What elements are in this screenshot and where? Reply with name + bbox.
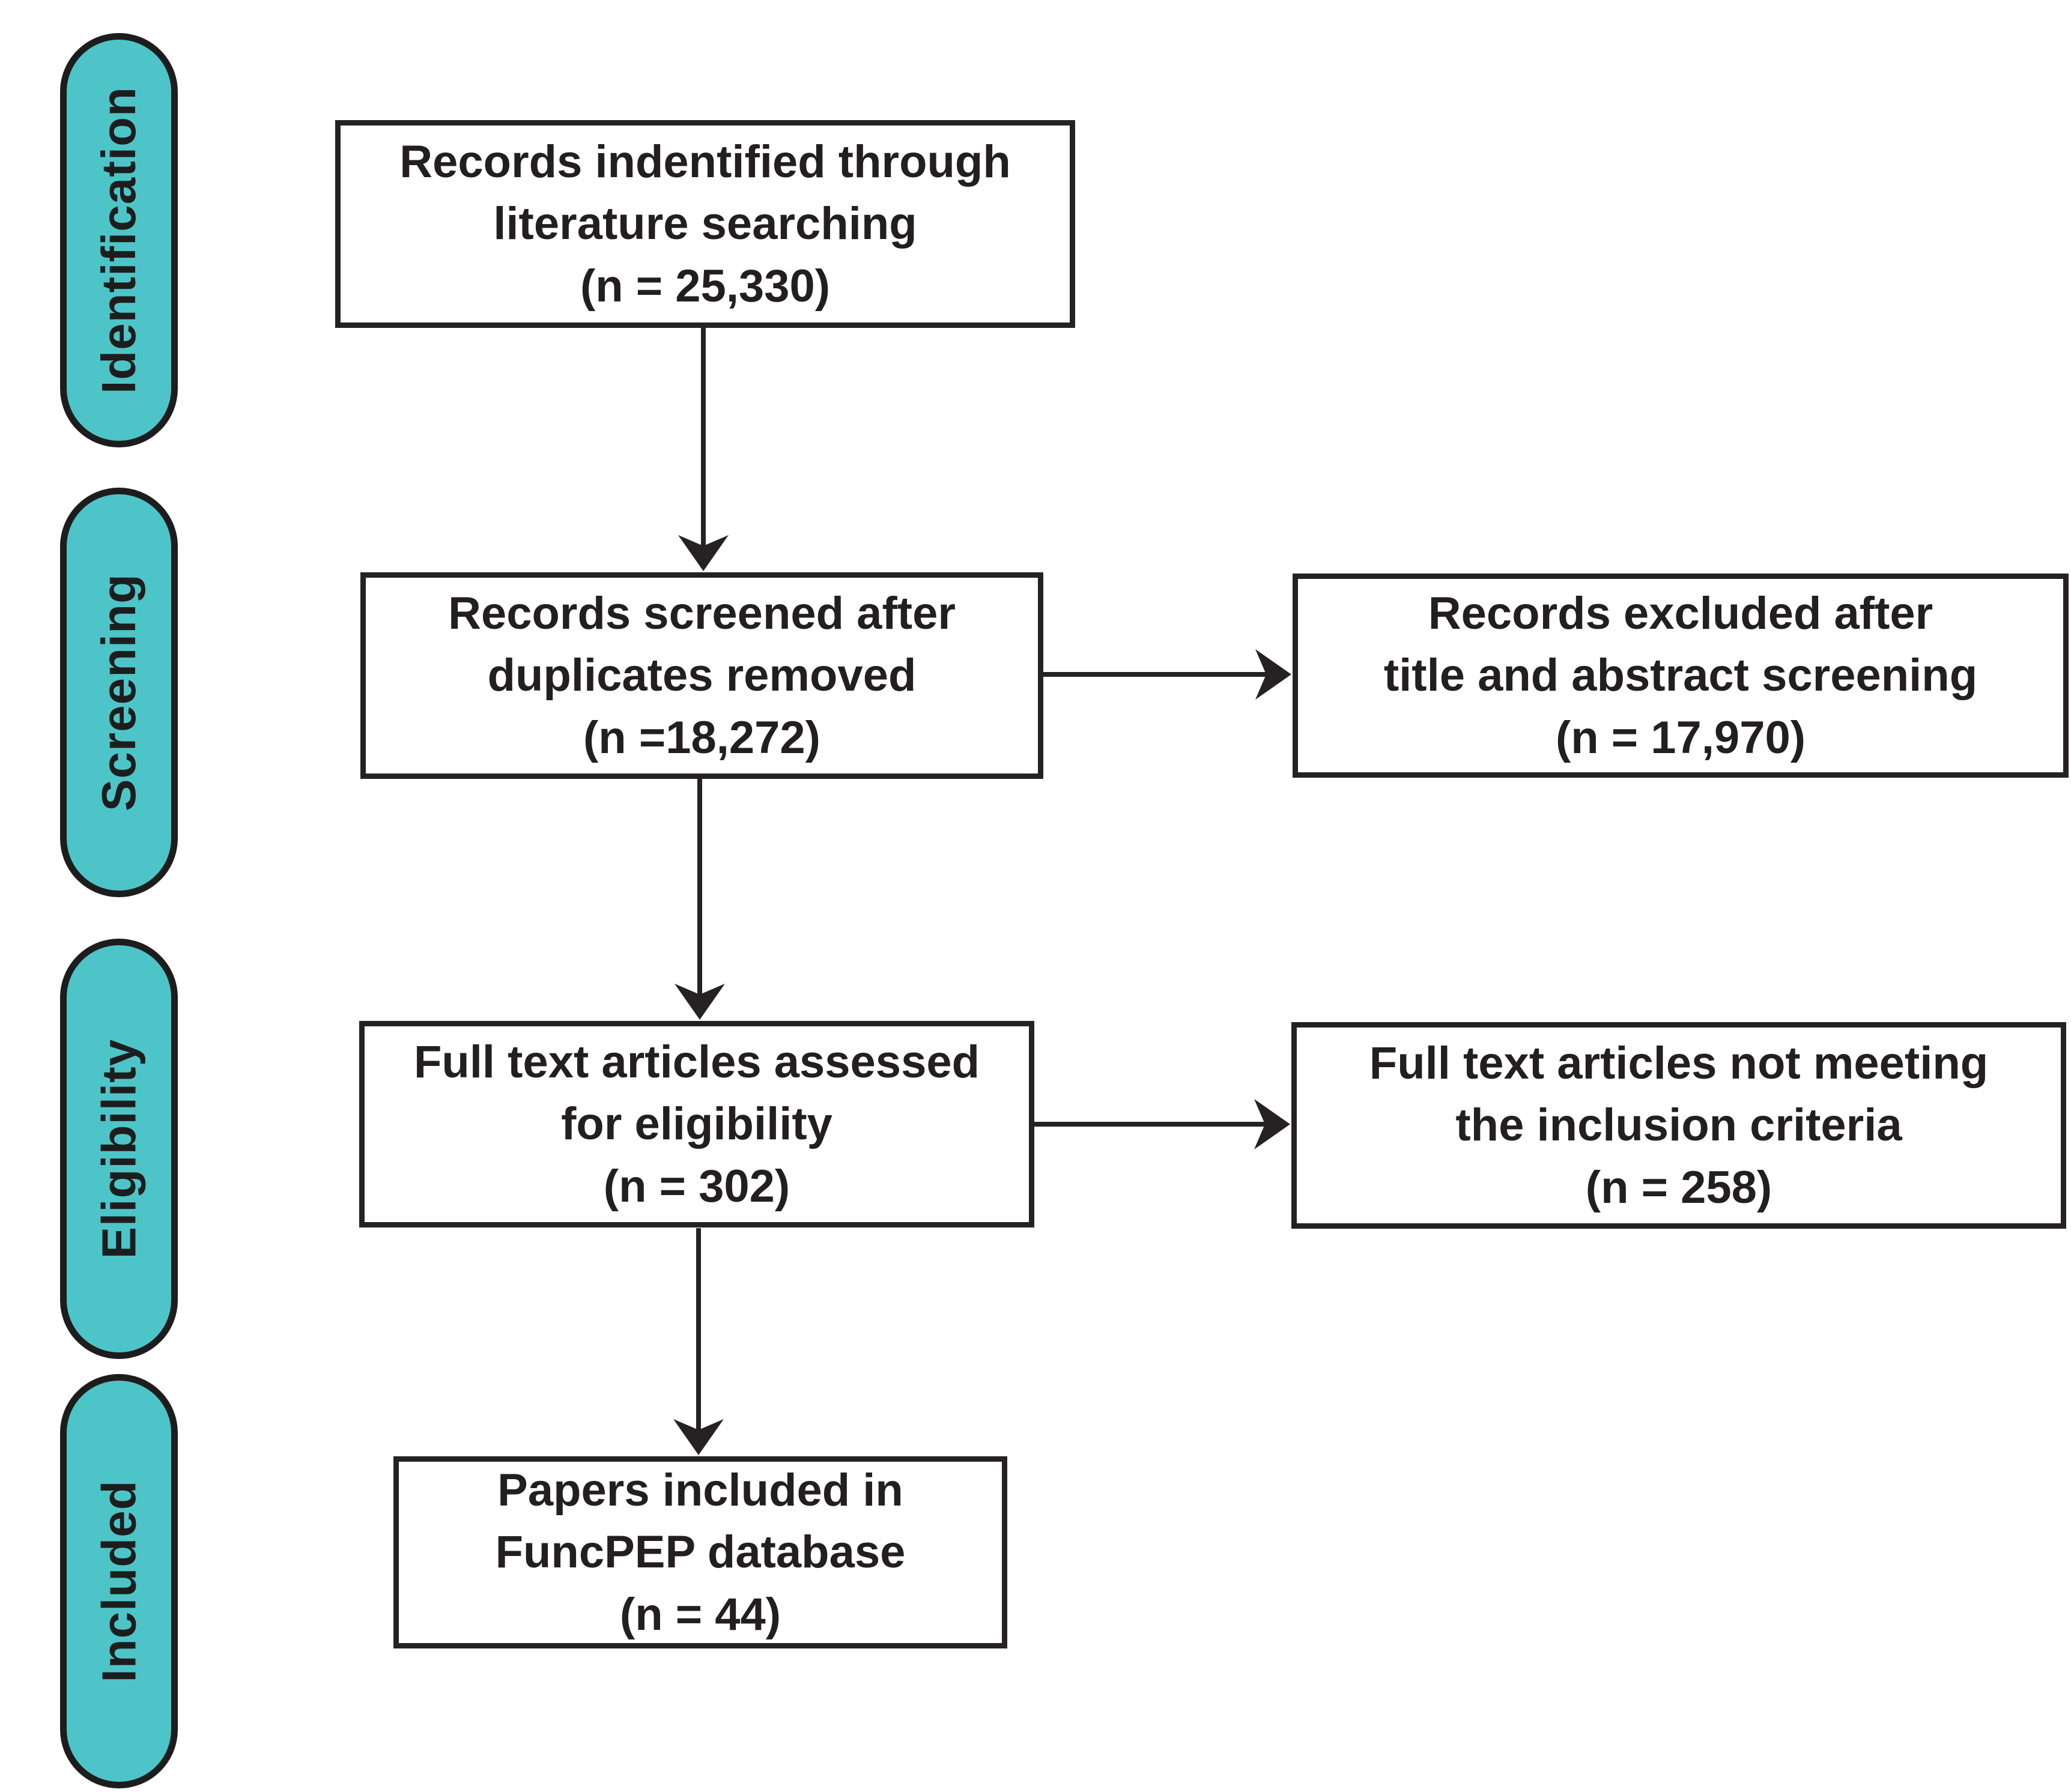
arrow-fulltext-to-notmeeting-icon bbox=[1034, 1099, 1290, 1149]
box-text-line: literature searching bbox=[493, 198, 917, 250]
stage-pill-included: Included bbox=[60, 1374, 178, 1788]
box-text-line: Full text articles assessed bbox=[413, 1036, 980, 1088]
box-text-line: duplicates removed bbox=[487, 650, 917, 701]
box-text-line: Records screened after bbox=[448, 587, 956, 639]
box-count-line: (n = 17,970) bbox=[1555, 712, 1806, 763]
box-text-line: Papers included in bbox=[497, 1464, 903, 1516]
box-text-line: for eligibility bbox=[561, 1098, 832, 1150]
box-text-line: title and abstract screening bbox=[1383, 650, 1978, 701]
box-count-line: (n = 25,330) bbox=[580, 260, 831, 312]
box-fulltext-assessed: Full text articles assessed for eligibil… bbox=[359, 1021, 1034, 1227]
box-text-line: FuncPEP database bbox=[495, 1527, 906, 1578]
stage-pill-eligibility: Eligibility bbox=[60, 939, 178, 1359]
box-count-line: (n =18,272) bbox=[583, 712, 820, 763]
box-text-line: Records indentified through bbox=[399, 136, 1011, 187]
stage-pill-screening: Screening bbox=[60, 488, 178, 897]
box-text-line: Records excluded after bbox=[1428, 587, 1933, 639]
box-records-screened: Records screened after duplicates remove… bbox=[360, 572, 1043, 779]
box-fulltext-not-meeting: Full text articles not meeting the inclu… bbox=[1291, 1022, 2066, 1229]
box-records-excluded: Records excluded after title and abstrac… bbox=[1293, 574, 2069, 778]
stage-label-included: Included bbox=[92, 1480, 145, 1683]
stage-label-screening: Screening bbox=[92, 574, 146, 811]
stage-label-identification: Identification bbox=[92, 86, 145, 394]
arrow-screened-to-excluded-icon bbox=[1043, 649, 1291, 700]
stage-label-eligibility: Eligibility bbox=[92, 1038, 145, 1259]
box-count-line: (n = 44) bbox=[619, 1588, 781, 1640]
arrow-fulltext-to-included-icon bbox=[673, 1228, 724, 1455]
arrow-identified-to-screened-icon bbox=[678, 328, 729, 571]
box-count-line: (n = 302) bbox=[603, 1160, 790, 1212]
box-records-identified: Records indentified through literature s… bbox=[335, 120, 1075, 328]
arrow-screened-to-fulltext-icon bbox=[675, 779, 725, 1020]
box-text-line: Full text articles not meeting bbox=[1369, 1037, 1989, 1089]
stage-pill-identification: Identification bbox=[60, 33, 178, 447]
box-count-line: (n = 258) bbox=[1585, 1161, 1772, 1213]
box-text-line: the inclusion criteria bbox=[1455, 1100, 1902, 1151]
box-papers-included: Papers included in FuncPEP database (n =… bbox=[393, 1456, 1007, 1648]
